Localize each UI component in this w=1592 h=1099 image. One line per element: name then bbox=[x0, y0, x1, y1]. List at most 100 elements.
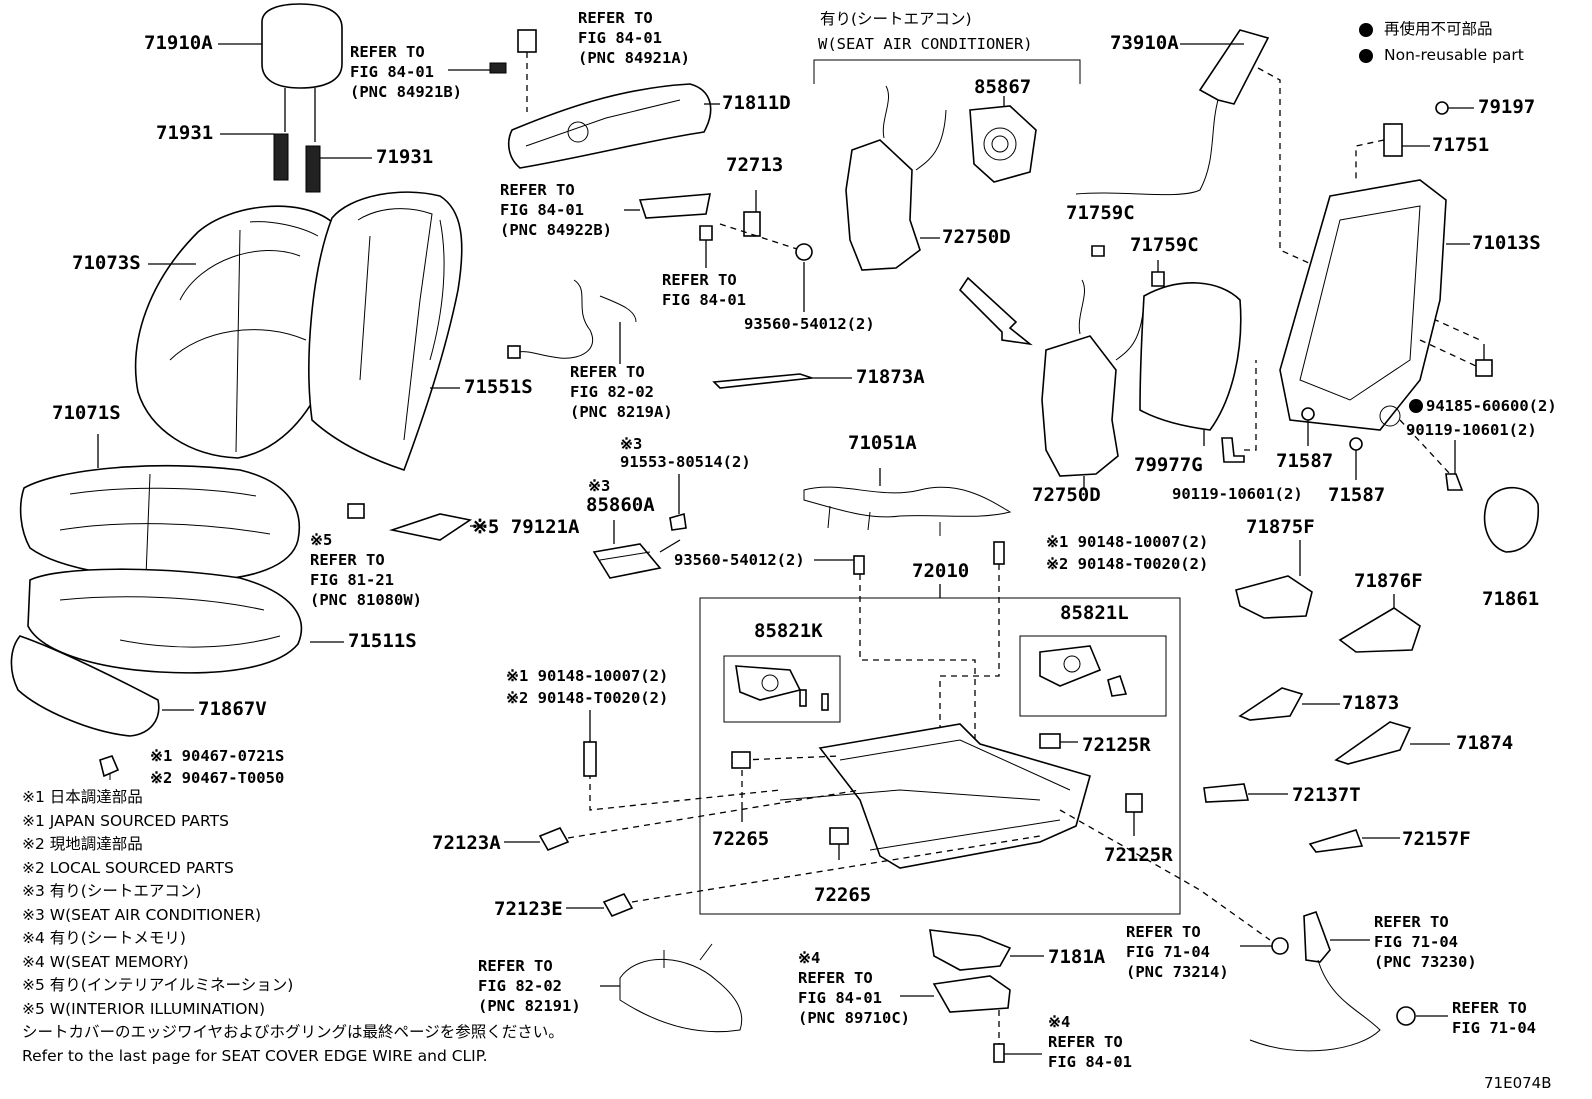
part-label-90119-10601-a[interactable]: 90119-10601(2) bbox=[1406, 421, 1537, 439]
part-label-72265-a[interactable]: 72265 bbox=[712, 828, 770, 850]
part-label-72265-b[interactable]: 72265 bbox=[814, 884, 872, 906]
part-label-79121A[interactable]: ※5 79121A bbox=[472, 516, 580, 538]
part-label-90467-T0050[interactable]: ※2 90467-T0050 bbox=[150, 769, 285, 787]
part-label-71013S[interactable]: 71013S bbox=[1472, 232, 1541, 254]
part-label-85821L[interactable]: 85821L bbox=[1060, 602, 1129, 624]
non-reusable-label-en: Non-reusable part bbox=[1384, 46, 1524, 64]
part-label-93560-54012-b[interactable]: 93560-54012(2) bbox=[674, 551, 805, 569]
part-label-79197[interactable]: 79197 bbox=[1478, 96, 1536, 118]
seatback-board-drawing bbox=[507, 52, 720, 169]
non-reusable-bullet-jp bbox=[1359, 23, 1373, 37]
ref-fig-84-01-b[interactable]: ※4 REFER TO FIG 84-01 bbox=[1048, 1013, 1132, 1071]
legend-line: ※5 有り(インテリアイルミネーション) bbox=[22, 976, 294, 994]
ref-73214[interactable]: REFER TO FIG 71-04 (PNC 73214) bbox=[1126, 923, 1229, 981]
part-label-91553-80514[interactable]: 91553-80514(2) bbox=[620, 453, 751, 471]
figure-code: 71E074B bbox=[1484, 1074, 1552, 1092]
seat-ac-title-en: W(SEAT AIR CONDITIONER) bbox=[818, 35, 1033, 53]
seat-ac-blower-drawing bbox=[845, 85, 1037, 271]
part-label-72137T[interactable]: 72137T bbox=[1292, 784, 1361, 806]
legend-line: ※2 現地調達部品 bbox=[22, 835, 143, 853]
part-label-71873[interactable]: 71873 bbox=[1342, 692, 1400, 714]
seatback-frame-drawing bbox=[1279, 179, 1470, 431]
legend-line: ※3 有り(シートエアコン) bbox=[22, 882, 202, 900]
part-label-7181A[interactable]: 7181A bbox=[1048, 946, 1106, 968]
front-trim-drawing bbox=[10, 635, 160, 737]
part-label-79977G[interactable]: 79977G bbox=[1134, 454, 1203, 476]
part-label-71587-a[interactable]: 71587 bbox=[1276, 450, 1334, 472]
legend-line: ※4 有り(シートメモリ) bbox=[22, 929, 186, 947]
part-label-71811D[interactable]: 71811D bbox=[722, 92, 791, 114]
part-label-90148-T0020-b[interactable]: ※2 90148-T0020(2) bbox=[506, 689, 669, 707]
legend-line: シートカバーのエッジワイヤおよびホグリングは最終ページを参照ください。 bbox=[22, 1023, 564, 1041]
legend-line: ※2 LOCAL SOURCED PARTS bbox=[22, 858, 234, 877]
seat-cushion-cover-drawing bbox=[19, 464, 300, 581]
part-label-90148-T0020-a[interactable]: ※2 90148-T0020(2) bbox=[1046, 555, 1209, 573]
part-label-71867V[interactable]: 71867V bbox=[198, 698, 267, 720]
ref-84921A[interactable]: REFER TO FIG 84-01 (PNC 84921A) bbox=[578, 9, 690, 67]
headrest-drawing bbox=[261, 3, 343, 193]
part-label-85821K[interactable]: 85821K bbox=[754, 620, 823, 642]
ref-73230[interactable]: REFER TO FIG 71-04 (PNC 73230) bbox=[1374, 913, 1477, 971]
legend-line: ※4 W(SEAT MEMORY) bbox=[22, 952, 189, 971]
part-label-72125R-b[interactable]: 72125R bbox=[1104, 844, 1173, 866]
part-label-71073S[interactable]: 71073S bbox=[72, 252, 141, 274]
seatback-cover-drawing bbox=[134, 205, 335, 459]
part-label-85860A[interactable]: 85860A bbox=[586, 494, 655, 516]
non-reusable-bullet-en bbox=[1359, 49, 1373, 63]
part-label-71931-a[interactable]: 71931 bbox=[156, 122, 214, 144]
legend-line: ※1 JAPAN SOURCED PARTS bbox=[22, 811, 229, 830]
part-label-71874[interactable]: 71874 bbox=[1456, 732, 1514, 754]
ref-84922B[interactable]: REFER TO FIG 84-01 (PNC 84922B) bbox=[500, 181, 612, 239]
ref-89710C[interactable]: ※4 REFER TO FIG 84-01 (PNC 89710C) bbox=[798, 949, 910, 1027]
note-85860A: ※3 bbox=[588, 477, 611, 495]
note-91553: ※3 bbox=[620, 435, 643, 453]
part-label-90119-10601-b[interactable]: 90119-10601(2) bbox=[1172, 485, 1303, 503]
part-label-93560-54012-a[interactable]: 93560-54012(2) bbox=[744, 315, 875, 333]
part-label-90467-0721S[interactable]: ※1 90467-0721S bbox=[150, 747, 285, 765]
part-label-71511S[interactable]: 71511S bbox=[348, 630, 417, 652]
part-label-71759C-b[interactable]: 71759C bbox=[1130, 234, 1199, 256]
part-label-72750D-a[interactable]: 72750D bbox=[942, 226, 1011, 248]
part-label-72010[interactable]: 72010 bbox=[912, 560, 970, 582]
part-label-71759C-a[interactable]: 71759C bbox=[1066, 202, 1135, 224]
seat-cushion-pad-drawing bbox=[27, 568, 303, 674]
legend-line: Refer to the last page for SEAT COVER ED… bbox=[22, 1046, 488, 1065]
part-label-73910A[interactable]: 73910A bbox=[1110, 32, 1179, 54]
part-label-72125R-a[interactable]: 72125R bbox=[1082, 734, 1151, 756]
ref-8219A[interactable]: REFER TO FIG 82-02 (PNC 8219A) bbox=[570, 363, 673, 421]
part-label-71051A[interactable]: 71051A bbox=[848, 432, 917, 454]
part-label-72123E[interactable]: 72123E bbox=[494, 898, 563, 920]
ref-81080W[interactable]: ※5 REFER TO FIG 81-21 (PNC 81080W) bbox=[310, 531, 422, 609]
part-label-71751[interactable]: 71751 bbox=[1432, 134, 1490, 156]
part-label-85867[interactable]: 85867 bbox=[974, 76, 1032, 98]
non-reusable-bullet-94185 bbox=[1409, 399, 1423, 413]
part-label-71876F[interactable]: 71876F bbox=[1354, 570, 1423, 592]
part-label-71910A[interactable]: 71910A bbox=[144, 32, 213, 54]
part-label-72713[interactable]: 72713 bbox=[726, 154, 784, 176]
part-label-90148-10007-a[interactable]: ※1 90148-10007(2) bbox=[1046, 533, 1209, 551]
legend-line: ※3 W(SEAT AIR CONDITIONER) bbox=[22, 905, 262, 924]
non-reusable-label-jp: 再使用不可部品 bbox=[1384, 20, 1493, 38]
part-label-94185-60600[interactable]: 94185-60600(2) bbox=[1426, 397, 1557, 415]
part-label-72750D-b[interactable]: 72750D bbox=[1032, 484, 1101, 506]
footnote-legend: ※1 日本調達部品 ※1 JAPAN SOURCED PARTS ※2 現地調達… bbox=[22, 788, 564, 1072]
legend-line: ※1 日本調達部品 bbox=[22, 788, 143, 806]
part-label-71875F[interactable]: 71875F bbox=[1246, 516, 1315, 538]
part-label-71551S[interactable]: 71551S bbox=[464, 376, 533, 398]
part-label-71931-b[interactable]: 71931 bbox=[376, 146, 434, 168]
ref-fig-84-01-a[interactable]: REFER TO FIG 84-01 bbox=[662, 271, 746, 309]
part-label-72157F[interactable]: 72157F bbox=[1402, 828, 1471, 850]
ref-84921B[interactable]: REFER TO FIG 84-01 (PNC 84921B) bbox=[350, 43, 462, 101]
part-label-71873A[interactable]: 71873A bbox=[856, 366, 925, 388]
legend-line: ※5 W(INTERIOR ILLUMINATION) bbox=[22, 999, 266, 1018]
part-label-71071S[interactable]: 71071S bbox=[52, 402, 121, 424]
part-label-72123A[interactable]: 72123A bbox=[432, 832, 501, 854]
ref-82191[interactable]: REFER TO FIG 82-02 (PNC 82191) bbox=[478, 957, 581, 1015]
ref-fig-71-04[interactable]: REFER TO FIG 71-04 bbox=[1452, 999, 1536, 1037]
part-label-71587-b[interactable]: 71587 bbox=[1328, 484, 1386, 506]
part-label-71861[interactable]: 71861 bbox=[1482, 588, 1540, 610]
lumbar-unit-drawing bbox=[1041, 279, 1145, 490]
part-label-90148-10007-b[interactable]: ※1 90148-10007(2) bbox=[506, 667, 669, 685]
